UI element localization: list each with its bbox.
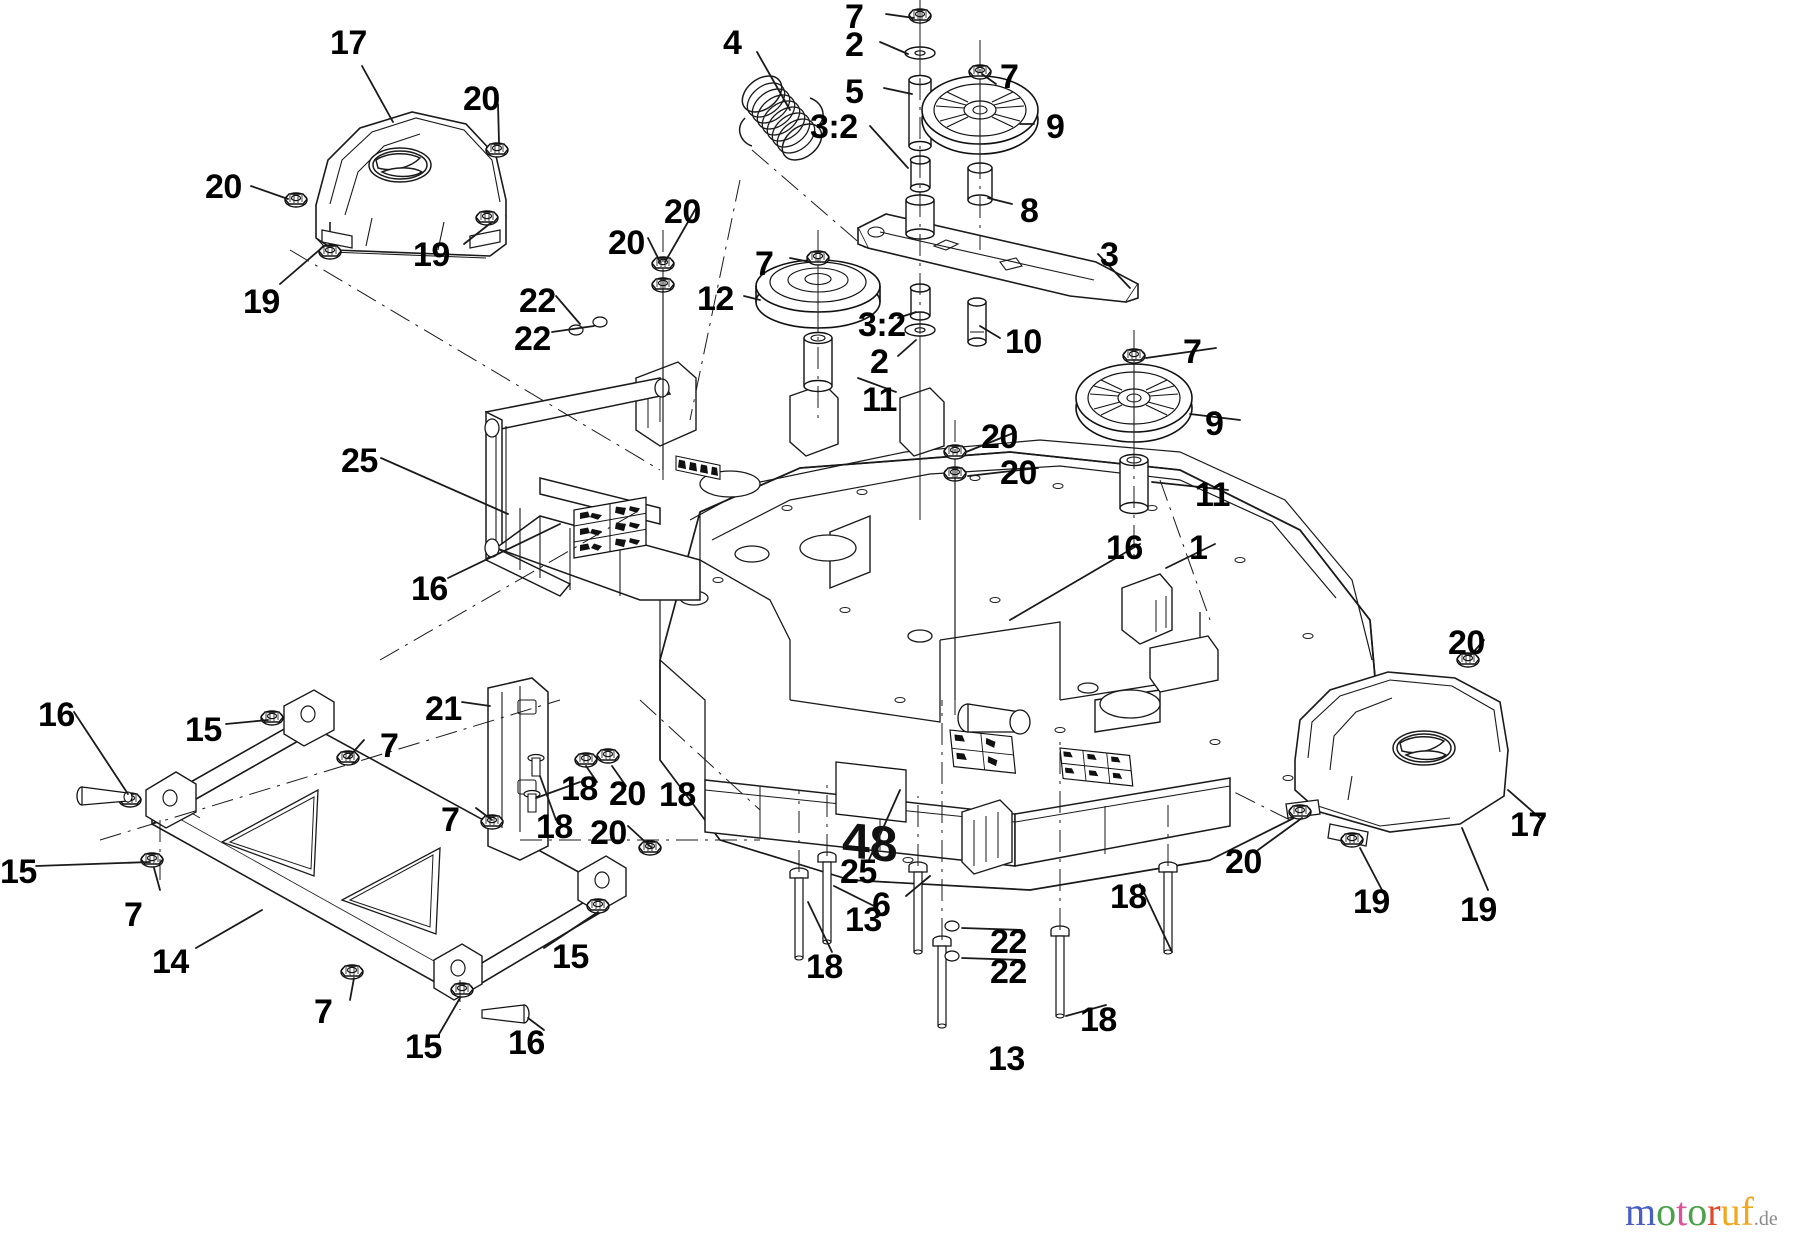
callout-22: 22 <box>990 953 1027 991</box>
callout-7: 7 <box>1000 58 1019 96</box>
extension-spring <box>738 75 824 161</box>
watermark-letter: m <box>1625 1189 1657 1234</box>
callout-16: 16 <box>411 570 448 608</box>
callout-20: 20 <box>463 80 500 118</box>
callout-14: 14 <box>152 943 189 981</box>
callout-2: 2 <box>870 343 889 381</box>
callout-25: 25 <box>840 853 877 891</box>
watermark-letter: r <box>1707 1189 1721 1234</box>
pin-22b <box>592 316 608 328</box>
callout-3: 3 <box>1100 236 1119 274</box>
callout-22: 22 <box>514 320 551 358</box>
callout-15: 15 <box>185 711 222 749</box>
callout-17: 17 <box>330 24 367 62</box>
bolt-16-bottom <box>481 1004 530 1024</box>
callout-19: 19 <box>1353 883 1390 921</box>
watermark-letter: o <box>1656 1189 1677 1234</box>
callout-7: 7 <box>755 245 774 283</box>
callout-13: 13 <box>845 901 882 939</box>
bolt-13-b <box>932 935 952 1029</box>
deck-decal-b <box>1059 747 1134 787</box>
callout-7: 7 <box>845 0 864 36</box>
deck-decal-a <box>949 729 1017 774</box>
callout-16: 16 <box>38 696 75 734</box>
shoulder-bolt-10 <box>967 297 987 347</box>
bolt-6 <box>789 867 809 961</box>
bolt-18-a <box>523 789 541 813</box>
callout-7: 7 <box>1183 333 1202 371</box>
bolt-18-b <box>527 753 545 777</box>
roller-bumper <box>957 703 1031 735</box>
toro-logo-left <box>368 147 432 183</box>
callout-16: 16 <box>508 1024 545 1062</box>
callout-4: 4 <box>723 24 742 62</box>
deck-size-decal: 48 <box>835 761 907 874</box>
callout-20: 20 <box>664 193 701 231</box>
callout-16: 16 <box>1106 529 1143 567</box>
callout-15: 15 <box>405 1028 442 1066</box>
callout-3-2: 3:2 <box>858 306 906 344</box>
callout-3-2: 3:2 <box>810 108 858 146</box>
belt-cover-right <box>1294 671 1509 833</box>
motoruf-watermark: motoruf.de <box>1625 1189 1778 1234</box>
watermark-letter: f <box>1740 1189 1754 1234</box>
callout-19: 19 <box>413 236 450 274</box>
callout-21: 21 <box>425 690 462 728</box>
deck-decal-c <box>675 455 721 481</box>
callout-2: 2 <box>845 26 864 64</box>
centerlines <box>99 0 1291 1010</box>
callout-18: 18 <box>659 776 696 814</box>
callout-9: 9 <box>1046 108 1065 146</box>
callout-18: 18 <box>536 808 573 846</box>
callout-1: 1 <box>1189 529 1208 567</box>
watermark-letter: u <box>1720 1189 1741 1234</box>
callout-5: 5 <box>845 73 864 111</box>
callout-7: 7 <box>380 727 399 765</box>
callout-15: 15 <box>0 853 37 891</box>
callout-19: 19 <box>243 283 280 321</box>
callout-20: 20 <box>590 814 627 852</box>
callout-18: 18 <box>806 948 843 986</box>
callout-11: 11 <box>1195 476 1230 514</box>
bolt-18-d <box>1050 925 1070 1019</box>
callout-7: 7 <box>441 801 460 839</box>
pin-22d <box>944 950 960 962</box>
watermark-letter: t <box>1676 1189 1688 1234</box>
callout-20: 20 <box>205 168 242 206</box>
callout-18: 18 <box>1080 1001 1117 1039</box>
callout-22: 22 <box>990 923 1027 961</box>
toro-logo-right <box>1392 730 1456 766</box>
callout-22: 22 <box>519 282 556 320</box>
callout-7: 7 <box>124 896 143 934</box>
callout-6: 6 <box>872 886 891 924</box>
callout-18: 18 <box>1110 878 1147 916</box>
callout-9: 9 <box>1205 405 1224 443</box>
callout-20: 20 <box>1000 454 1037 492</box>
callout-20: 20 <box>1448 624 1485 662</box>
callout-20: 20 <box>608 224 645 262</box>
bolt-18-c <box>1158 861 1178 955</box>
callout-12: 12 <box>697 280 734 318</box>
bolt-16-left <box>76 786 133 806</box>
callout-20: 20 <box>1225 843 1262 881</box>
callout-10: 10 <box>1005 323 1042 361</box>
callout-15: 15 <box>552 938 589 976</box>
callout-8: 8 <box>1020 192 1039 230</box>
svg-text:48: 48 <box>842 812 898 874</box>
callout-20: 20 <box>609 775 646 813</box>
callout-18: 18 <box>561 770 598 808</box>
pin-22c <box>944 920 960 932</box>
callout-7: 7 <box>314 993 333 1031</box>
watermark-letter: o <box>1687 1189 1708 1234</box>
callout-25: 25 <box>341 442 378 480</box>
callout-17: 17 <box>1510 806 1547 844</box>
leader-lines <box>35 13 1541 1037</box>
callout-11: 11 <box>862 381 897 419</box>
callout-19: 19 <box>1460 891 1497 929</box>
callout-20: 20 <box>981 418 1018 456</box>
callout-13: 13 <box>988 1040 1025 1078</box>
